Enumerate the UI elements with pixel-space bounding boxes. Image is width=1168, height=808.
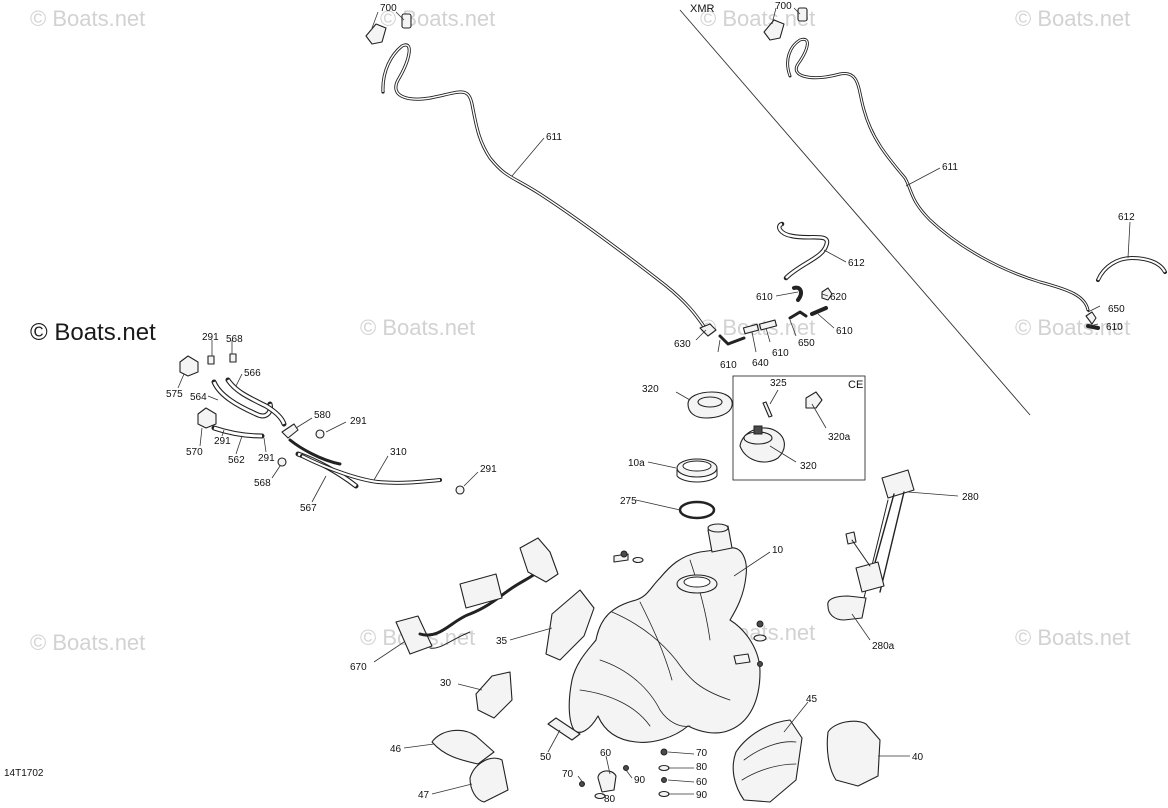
lock-ring-10a bbox=[676, 458, 718, 483]
callout-275: 275 bbox=[620, 496, 637, 507]
harness-670 bbox=[395, 537, 559, 655]
callout-80: 80 bbox=[696, 762, 708, 773]
ce-inset-box bbox=[732, 375, 866, 481]
shield-45 bbox=[732, 719, 803, 803]
watermark-main: © Boats.net bbox=[30, 319, 156, 346]
heat-shield-30 bbox=[475, 671, 513, 719]
callout-620: 620 bbox=[830, 292, 847, 303]
callout-610: 610 bbox=[1106, 322, 1123, 333]
variant-label: XMR bbox=[690, 3, 715, 15]
seal-275 bbox=[678, 500, 716, 520]
diagram-code: 14T1702 bbox=[4, 768, 44, 779]
cover-40 bbox=[826, 720, 881, 787]
callout-291: 291 bbox=[202, 332, 219, 343]
callout-568: 568 bbox=[254, 478, 271, 489]
watermark: © Boats.net bbox=[1015, 6, 1130, 31]
callout-325: 325 bbox=[770, 378, 787, 389]
callout-566: 566 bbox=[244, 368, 261, 379]
ce-inset-label: CE bbox=[848, 379, 863, 391]
callout-562: 562 bbox=[228, 455, 245, 466]
callout-612: 612 bbox=[1118, 212, 1135, 223]
callout-570: 570 bbox=[186, 447, 203, 458]
heat-shield-46 bbox=[431, 729, 495, 765]
hose-612-center bbox=[777, 221, 830, 281]
callout-35: 35 bbox=[496, 636, 508, 647]
vent-hose-611-xmr bbox=[786, 37, 1090, 312]
callout-60: 60 bbox=[600, 748, 612, 759]
callout-568: 568 bbox=[226, 334, 243, 345]
watermark: © Boats.net bbox=[360, 315, 475, 340]
ce-cap-parts bbox=[739, 391, 823, 463]
watermark: © Boats.net bbox=[1015, 625, 1130, 650]
callout-564: 564 bbox=[190, 392, 207, 403]
callout-280: 280 bbox=[962, 492, 979, 503]
callout-567: 567 bbox=[300, 503, 317, 514]
callout-47: 47 bbox=[418, 790, 430, 801]
heat-shield-35 bbox=[545, 589, 595, 661]
callout-640: 640 bbox=[752, 358, 769, 369]
vent-fittings bbox=[699, 285, 1100, 346]
callout-90: 90 bbox=[696, 790, 708, 801]
callout-291: 291 bbox=[350, 416, 367, 427]
tube-310 bbox=[300, 454, 442, 485]
callout-70: 70 bbox=[562, 769, 574, 780]
callout-labels: 700 700 611 611 612 612 610 620 630 610 … bbox=[4, 1, 1135, 805]
filter-280a bbox=[827, 595, 867, 621]
leader-lines bbox=[177, 7, 1131, 797]
callout-70: 70 bbox=[696, 748, 708, 759]
callout-10: 10 bbox=[772, 545, 784, 556]
callout-650: 650 bbox=[1108, 304, 1125, 315]
callout-611: 611 bbox=[942, 162, 958, 173]
callout-310: 310 bbox=[390, 447, 407, 458]
callout-700: 700 bbox=[775, 1, 792, 12]
callout-45: 45 bbox=[806, 694, 818, 705]
callout-320: 320 bbox=[642, 384, 659, 395]
clip-700-left bbox=[365, 13, 412, 45]
callout-612: 612 bbox=[848, 258, 865, 269]
callout-80: 80 bbox=[604, 794, 616, 805]
callout-60: 60 bbox=[696, 777, 708, 788]
watermarks: © Boats.net © Boats.net © Boats.net © Bo… bbox=[30, 6, 1130, 655]
callout-320: 320 bbox=[800, 461, 817, 472]
hose-612-xmr bbox=[1096, 256, 1167, 282]
callout-610: 610 bbox=[720, 360, 737, 371]
callout-700: 700 bbox=[380, 3, 397, 14]
callout-650: 650 bbox=[798, 338, 815, 349]
callout-610: 610 bbox=[756, 292, 773, 303]
heat-shield-47 bbox=[469, 757, 509, 803]
watermark: © Boats.net bbox=[380, 6, 495, 31]
fuel-cap-320 bbox=[687, 391, 733, 419]
watermark: © Boats.net bbox=[30, 6, 145, 31]
callout-611: 611 bbox=[546, 132, 562, 143]
callout-291: 291 bbox=[258, 453, 275, 464]
pad-50 bbox=[547, 717, 581, 741]
callout-90: 90 bbox=[634, 775, 646, 786]
callout-670: 670 bbox=[350, 662, 367, 673]
callout-610: 610 bbox=[836, 326, 853, 337]
callout-280a: 280a bbox=[872, 641, 895, 652]
callout-50: 50 bbox=[540, 752, 552, 763]
callout-630: 630 bbox=[674, 339, 691, 350]
callout-575: 575 bbox=[166, 389, 183, 400]
fuel-tank-10 bbox=[568, 523, 761, 743]
tank-hardware bbox=[579, 550, 767, 800]
variant-divider-line bbox=[679, 9, 1031, 416]
vent-hose-611-standard bbox=[381, 43, 707, 330]
callout-291: 291 bbox=[214, 436, 231, 447]
callout-46: 46 bbox=[390, 744, 402, 755]
left-hose-assembly bbox=[179, 353, 465, 495]
callout-580: 580 bbox=[314, 410, 331, 421]
callout-40: 40 bbox=[912, 752, 924, 763]
callout-10a: 10a bbox=[628, 458, 645, 469]
callout-610: 610 bbox=[772, 348, 789, 359]
callout-291: 291 bbox=[480, 464, 497, 475]
watermark: © Boats.net bbox=[1015, 315, 1130, 340]
fuel-pump-280 bbox=[845, 469, 915, 599]
callout-320a: 320a bbox=[828, 432, 851, 443]
watermark: © Boats.net bbox=[30, 630, 145, 655]
callout-30: 30 bbox=[440, 678, 452, 689]
